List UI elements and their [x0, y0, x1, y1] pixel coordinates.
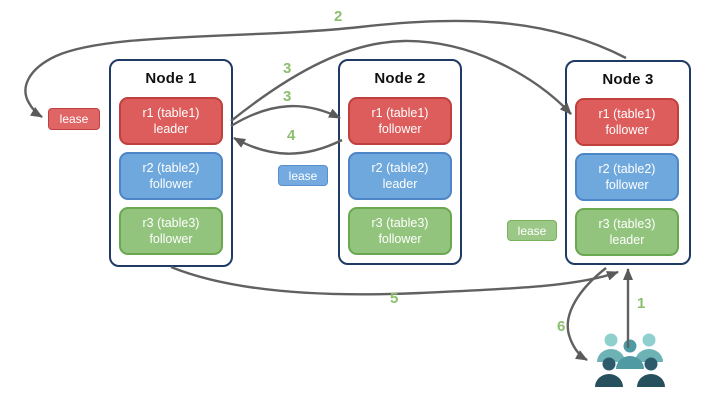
replica-role: follower — [378, 232, 422, 246]
replica-name: r2 (table2) — [142, 160, 200, 175]
replica-name: r2 (table2) — [371, 160, 429, 175]
replica-role: follower — [605, 178, 649, 192]
node3-replica-r2: r2 (table2) follower — [575, 153, 679, 201]
node2-replica-r1: r1 (table1) follower — [348, 97, 452, 145]
replica-name: r2 (table2) — [598, 161, 656, 176]
node2-replica-r2: r2 (table2) leader — [348, 152, 452, 200]
step-label-2: 2 — [334, 8, 343, 25]
replica-name: r3 (table3) — [598, 216, 656, 231]
node3-replica-r3: r3 (table3) leader — [575, 208, 679, 256]
replica-name: r1 (table1) — [598, 106, 656, 121]
step-label-4: 4 — [287, 127, 296, 144]
lease-badge-r2: lease — [278, 165, 328, 186]
replica-role: follower — [149, 177, 193, 191]
step-label-5: 5 — [390, 290, 399, 307]
node-2-title: Node 2 — [374, 70, 426, 87]
step-label-3b: 3 — [283, 88, 292, 105]
replica-role: leader — [609, 233, 645, 247]
step-label-6: 6 — [557, 318, 566, 335]
users-group-icon — [595, 333, 665, 387]
replica-role: follower — [378, 122, 422, 136]
lease-badge-r1: lease — [48, 108, 100, 130]
replica-role: follower — [605, 123, 649, 137]
node2-replica-r3: r3 (table3) follower — [348, 207, 452, 255]
node-1: Node 1 r1 (table1) leader r2 (table2) fo… — [109, 59, 233, 267]
node1-replica-r1: r1 (table1) leader — [119, 97, 223, 145]
node-3-title: Node 3 — [602, 71, 654, 88]
step-label-1: 1 — [637, 295, 646, 312]
replica-role: leader — [153, 122, 189, 136]
node-3: Node 3 r1 (table1) follower r2 (table2) … — [565, 60, 691, 265]
replica-role: follower — [149, 232, 193, 246]
node-1-title: Node 1 — [145, 70, 197, 87]
replica-name: r3 (table3) — [142, 215, 200, 230]
lease-badge-r3: lease — [507, 220, 557, 241]
replica-name: r1 (table1) — [142, 105, 200, 120]
replica-role: leader — [382, 177, 418, 191]
replica-name: r1 (table1) — [371, 105, 429, 120]
step-label-3a: 3 — [283, 60, 292, 77]
node1-replica-r3: r3 (table3) follower — [119, 207, 223, 255]
arrow-step-3-to-node2 — [230, 104, 341, 128]
replica-name: r3 (table3) — [371, 215, 429, 230]
node1-replica-r2: r2 (table2) follower — [119, 152, 223, 200]
node-2: Node 2 r1 (table1) follower r2 (table2) … — [338, 59, 462, 265]
node3-replica-r1: r1 (table1) follower — [575, 98, 679, 146]
